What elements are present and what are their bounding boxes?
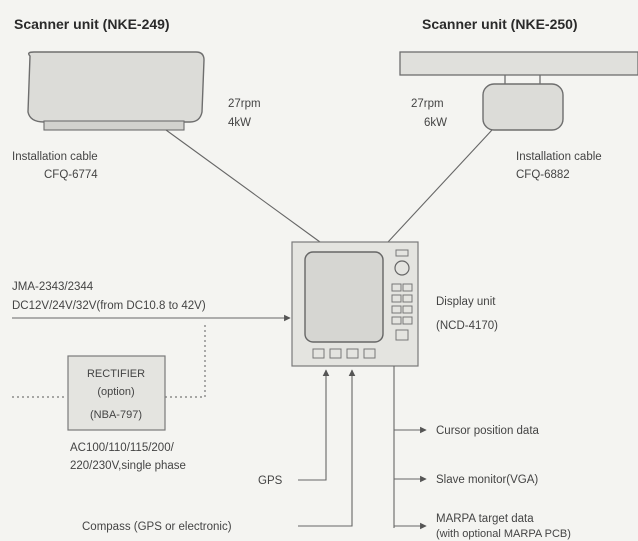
compass-line <box>298 369 356 527</box>
gps-line <box>298 369 330 481</box>
rectifier-box <box>67 355 166 431</box>
output-marpa-line2: (with optional MARPA PCB) <box>436 528 571 540</box>
scanner-right-rpm: 27rpm <box>411 98 444 110</box>
display-unit-model: (NCD-4170) <box>436 320 498 332</box>
gps-label: GPS <box>258 475 283 487</box>
power-model: JMA-2343/2344 <box>12 281 94 293</box>
output-slave: Slave monitor(VGA) <box>436 474 538 486</box>
scanner-right-power: 6kW <box>424 117 447 129</box>
output-marpa-line1: MARPA target data <box>436 513 534 525</box>
cable-right <box>387 129 493 243</box>
scanner-right-cable-model: CFQ-6882 <box>516 169 570 181</box>
power-dc: DC12V/24V/32V(from DC10.8 to 42V) <box>12 300 206 312</box>
scanner-left-cable-label: Installation cable <box>12 151 98 163</box>
scanner-left-title: Scanner unit (NKE-249) <box>14 16 170 32</box>
rectifier-ac-line1: AC100/110/115/200/ <box>70 442 175 454</box>
compass-label: Compass (GPS or electronic) <box>82 521 232 533</box>
scanner-left-power: 4kW <box>228 117 251 129</box>
rectifier-model: (NBA-797) <box>90 409 142 421</box>
rectifier-name: RECTIFIER <box>87 368 145 380</box>
display-unit-label: Display unit <box>436 296 496 308</box>
display-unit <box>291 241 419 367</box>
rectifier-option: (option) <box>97 386 134 398</box>
scanner-right-title: Scanner unit (NKE-250) <box>422 16 578 32</box>
scanner-right-cable-label: Installation cable <box>516 151 602 163</box>
scanner-left-rpm: 27rpm <box>228 98 261 110</box>
scanner-left-cable-model: CFQ-6774 <box>44 169 98 181</box>
scanner-left-antenna <box>27 51 205 131</box>
scanner-right-antenna <box>399 51 638 131</box>
rectifier-ac-line2: 220/230V,single phase <box>70 460 186 472</box>
rectifier-output-line <box>165 322 206 398</box>
output-cursor: Cursor position data <box>436 425 540 437</box>
cable-left <box>165 129 321 243</box>
